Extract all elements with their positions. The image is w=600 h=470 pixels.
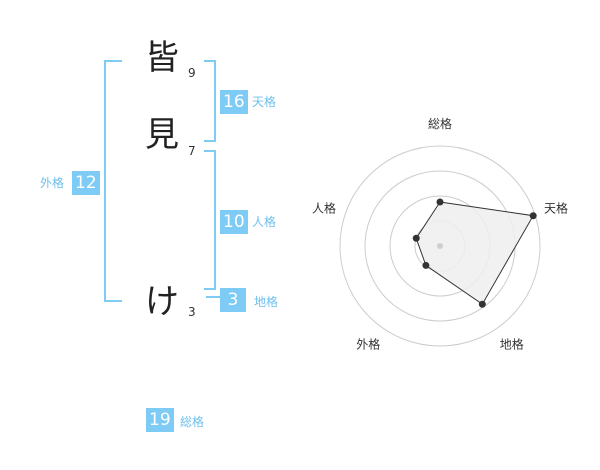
radar-point-3 [478, 300, 486, 308]
radar-point-2 [529, 212, 537, 220]
radar-center-dot [437, 243, 443, 249]
chikaku-label: 地格 [254, 295, 279, 309]
soukaku-badge: 19 [146, 408, 174, 432]
jinkaku-badge: 10 [220, 210, 248, 234]
chikaku-badge: 3 [220, 288, 246, 312]
radar-axis-label-1: 総格 [428, 116, 452, 131]
tenkaku-badge: 16 [220, 90, 248, 114]
name-char-3: け [145, 282, 179, 322]
radar-axis-label-3: 地格 [500, 337, 524, 352]
jinkaku-label: 人格 [252, 215, 277, 229]
soukaku-label: 総格 [180, 415, 205, 429]
tenkaku-bracket [204, 60, 216, 142]
jinkaku-bracket [204, 150, 216, 290]
radar-axis-label-2: 天格 [544, 200, 568, 215]
gaikaku-badge: 12 [72, 171, 100, 195]
stroke-count-1: 9 [188, 66, 196, 80]
gaikaku-bracket [104, 60, 122, 302]
name-char-1: 皆 [145, 38, 179, 78]
radar-axis-label-4: 外格 [356, 337, 380, 352]
radar-point-5 [412, 234, 420, 242]
stroke-count-3: 3 [188, 305, 196, 319]
tenkaku-label: 天格 [252, 95, 277, 109]
radar-point-1 [436, 198, 444, 206]
radar-polygon [415, 201, 534, 305]
gaikaku-label: 外格 [40, 176, 65, 190]
radar-point-4 [422, 261, 430, 269]
stroke-count-2: 7 [188, 144, 196, 158]
name-char-2: 見 [145, 115, 179, 155]
radar-axis-label-5: 人格 [312, 200, 336, 215]
chikaku-connector [206, 296, 220, 298]
radar-ring-4 [339, 145, 541, 347]
